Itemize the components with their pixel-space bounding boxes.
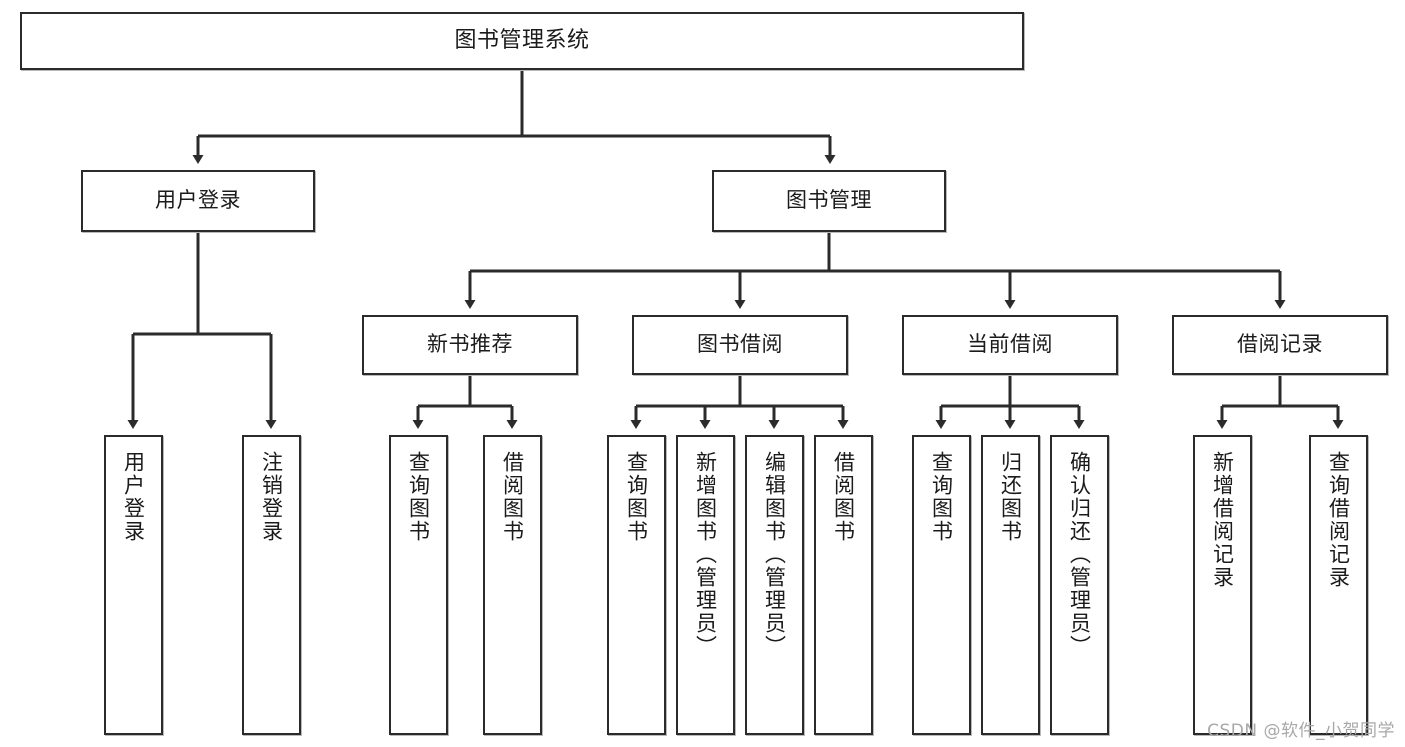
node-label: 图书管理系统: [454, 27, 590, 53]
node-borrowing-records[interactable]: 借阅记录: [1172, 315, 1388, 375]
node-label: 借阅图书: [500, 451, 525, 543]
node-book-borrowing[interactable]: 图书借阅: [632, 315, 848, 375]
node-label: 新增借阅记录: [1210, 451, 1235, 589]
node-label: 查询借阅记录: [1326, 451, 1351, 589]
leaf-add-borrow-record[interactable]: 新增借阅记录: [1193, 435, 1252, 735]
leaf-edit-book-admin[interactable]: 编辑图书（管理员）: [745, 435, 804, 735]
node-label: 注销登录: [259, 451, 284, 543]
node-label: 借阅记录: [1237, 332, 1323, 357]
node-label: 编辑图书（管理员）: [762, 451, 787, 658]
node-label: 归还图书: [998, 451, 1023, 543]
leaf-add-book-admin[interactable]: 新增图书（管理员）: [676, 435, 735, 735]
csdn-watermark: CSDN @软件_小贺同学: [1207, 721, 1395, 741]
node-label: 借阅图书: [831, 451, 856, 543]
node-label: 新增图书（管理员）: [693, 451, 718, 658]
leaf-query-book-new[interactable]: 查询图书: [389, 435, 448, 735]
node-label: 确认归还（管理员）: [1067, 451, 1092, 658]
leaf-query-book-current[interactable]: 查询图书: [912, 435, 971, 735]
leaf-borrow-book[interactable]: 借阅图书: [814, 435, 873, 735]
node-label: 查询图书: [406, 451, 431, 543]
node-label: 新书推荐: [427, 332, 513, 357]
leaf-borrow-book-new[interactable]: 借阅图书: [483, 435, 542, 735]
node-label: 图书管理: [786, 188, 872, 213]
node-book-management-system[interactable]: 图书管理系统: [20, 12, 1024, 70]
node-label: 图书借阅: [697, 332, 783, 357]
node-user-login[interactable]: 用户登录: [81, 170, 315, 232]
node-label: 用户登录: [121, 451, 146, 543]
node-current-borrowing[interactable]: 当前借阅: [902, 315, 1118, 375]
node-label: 当前借阅: [967, 332, 1053, 357]
node-label: 查询图书: [624, 451, 649, 543]
node-book-management[interactable]: 图书管理: [712, 170, 946, 232]
leaf-return-book[interactable]: 归还图书: [981, 435, 1040, 735]
node-label: 用户登录: [155, 188, 241, 213]
leaf-confirm-return-admin[interactable]: 确认归还（管理员）: [1050, 435, 1109, 735]
node-label: 查询图书: [929, 451, 954, 543]
node-new-book-recommendation[interactable]: 新书推荐: [362, 315, 578, 375]
leaf-user-login[interactable]: 用户登录: [104, 435, 163, 735]
leaf-query-book-borrow[interactable]: 查询图书: [607, 435, 666, 735]
leaf-logout[interactable]: 注销登录: [242, 435, 301, 735]
leaf-query-borrow-record[interactable]: 查询借阅记录: [1309, 435, 1368, 735]
